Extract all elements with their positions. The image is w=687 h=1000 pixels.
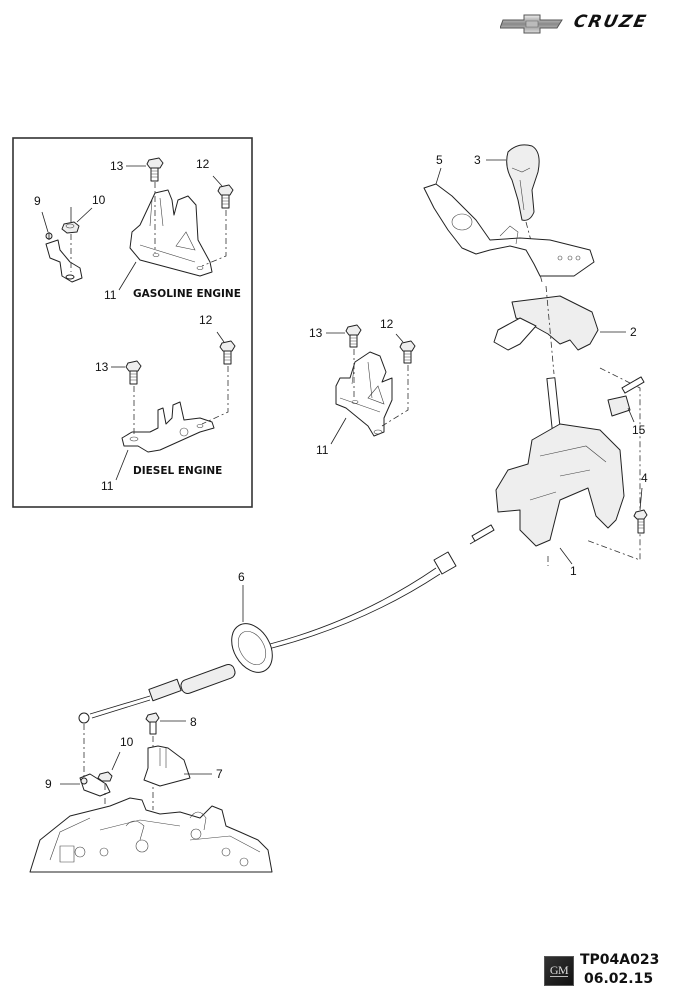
callout-15: 15 (632, 423, 646, 437)
gm-logo: GM (544, 956, 574, 986)
diagram-code: TP04A023 (580, 952, 660, 968)
callout-6: 6 (238, 570, 245, 584)
part-12-bolt-main (381, 340, 416, 427)
part-2-console-base (493, 285, 599, 375)
chevrolet-bowtie-icon (500, 14, 563, 34)
part-4-bolt (633, 487, 648, 534)
part-9-shift-lever-gasoline (45, 232, 83, 283)
callout-9: 9 (34, 194, 41, 208)
diesel-callouts: 13 12 11 DIESEL ENGINE (95, 313, 225, 493)
callout-11: 11 (101, 479, 114, 493)
callout-12: 12 (199, 313, 213, 327)
callout-10: 10 (92, 193, 106, 207)
callout-12: 12 (380, 317, 394, 331)
part-11-bracket-main (335, 351, 393, 437)
cable-transmission-end (78, 664, 236, 782)
part-6-grommet (231, 585, 273, 673)
part-7-cable-bracket (143, 745, 191, 787)
part-13-bolt-main (345, 324, 362, 400)
callout-11: 11 (316, 443, 329, 457)
part-11-bracket-gasoline (129, 189, 213, 277)
callout-13: 13 (110, 159, 124, 173)
callout-1: 1 (570, 564, 577, 578)
gasoline-engine-caption: GASOLINE ENGINE (133, 288, 241, 300)
shift-cable (239, 524, 495, 655)
callout-12: 12 (196, 157, 210, 171)
part-10-nut-gasoline (61, 207, 80, 272)
part-1-shifter-assembly (495, 367, 641, 566)
brand-header: CRUZE (500, 12, 680, 36)
diagram-footer: GM TP04A023 06.02.15 (540, 950, 680, 994)
gasoline-callouts: 13 12 9 10 11 GASOLINE ENGINE (34, 157, 241, 302)
diagram-date: 06.02.15 (584, 971, 654, 987)
engine-variant-inset (12, 137, 253, 508)
part-12-bolt-gasoline (201, 184, 234, 267)
callout-11: 11 (104, 288, 117, 302)
callout-3: 3 (474, 153, 481, 167)
callout-5: 5 (436, 153, 443, 167)
callout-10: 10 (120, 735, 134, 749)
part-9-shift-lever (79, 773, 111, 797)
callout-8: 8 (190, 715, 197, 729)
main-bracket-callouts: 13 12 11 (309, 317, 404, 457)
part-15-shift-lock-actuator (607, 376, 645, 417)
callout-13: 13 (309, 326, 323, 340)
cable-callouts: 6 8 10 9 7 (45, 570, 245, 791)
part-13-bolt-diesel (125, 360, 142, 437)
shifter-callouts: 5 3 2 15 4 1 (435, 153, 648, 578)
part-12-bolt-diesel (201, 340, 236, 425)
part-5-trim-bezel (423, 183, 595, 277)
callout-4: 4 (641, 471, 648, 485)
callout-7: 7 (216, 767, 223, 781)
part-13-bolt-gasoline (146, 157, 164, 253)
transmission-housing (29, 797, 273, 873)
diesel-engine-caption: DIESEL ENGINE (133, 465, 222, 477)
callout-13: 13 (95, 360, 109, 374)
callout-2: 2 (630, 325, 637, 339)
callout-9: 9 (45, 777, 52, 791)
part-11-bracket-diesel (121, 401, 215, 453)
